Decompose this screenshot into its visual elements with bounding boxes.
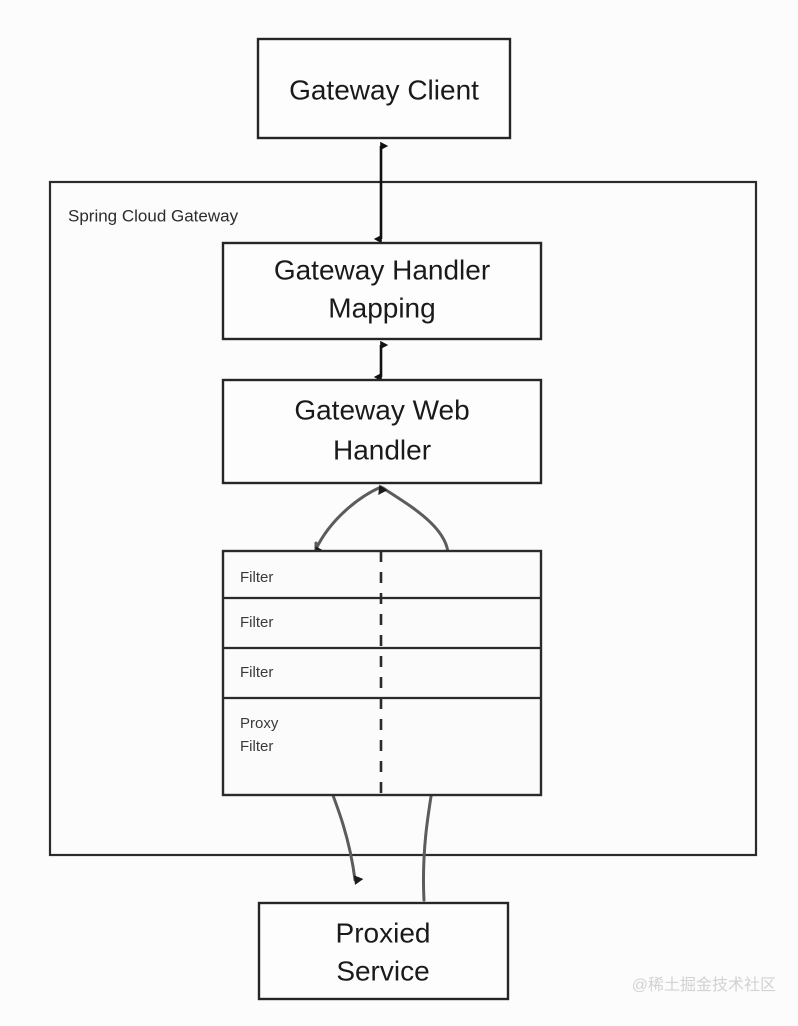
gateway-client-box xyxy=(256,37,512,140)
filter-row-label-1: Filter xyxy=(240,569,273,586)
gateway-web-handler-label-line2: Handler xyxy=(333,434,431,465)
gateway-handler-mapping-box xyxy=(221,241,543,341)
watermark-label: @稀土掘金技术社区 xyxy=(632,976,776,994)
proxy-filter-label-line1: Proxy xyxy=(240,715,279,732)
proxied-service-box xyxy=(257,901,510,1001)
gateway-client-label: Gateway Client xyxy=(289,74,479,105)
filter-row-label-2: Filter xyxy=(240,614,273,631)
gateway-handler-mapping-label-line1: Gateway Handler xyxy=(274,254,490,285)
proxied-service-label-line1: Proxied xyxy=(336,917,431,948)
gateway-handler-mapping-label-line2: Mapping xyxy=(328,292,435,323)
filter-row-label-3: Filter xyxy=(240,664,273,681)
filter-chain-table xyxy=(221,549,543,797)
proxy-filter-label-line2: Filter xyxy=(240,738,273,755)
spring-cloud-gateway-label: Spring Cloud Gateway xyxy=(68,206,239,225)
proxied-service-label-line2: Service xyxy=(336,955,429,986)
gateway-web-handler-box xyxy=(221,378,543,485)
gateway-web-handler-label-line1: Gateway Web xyxy=(294,394,469,425)
